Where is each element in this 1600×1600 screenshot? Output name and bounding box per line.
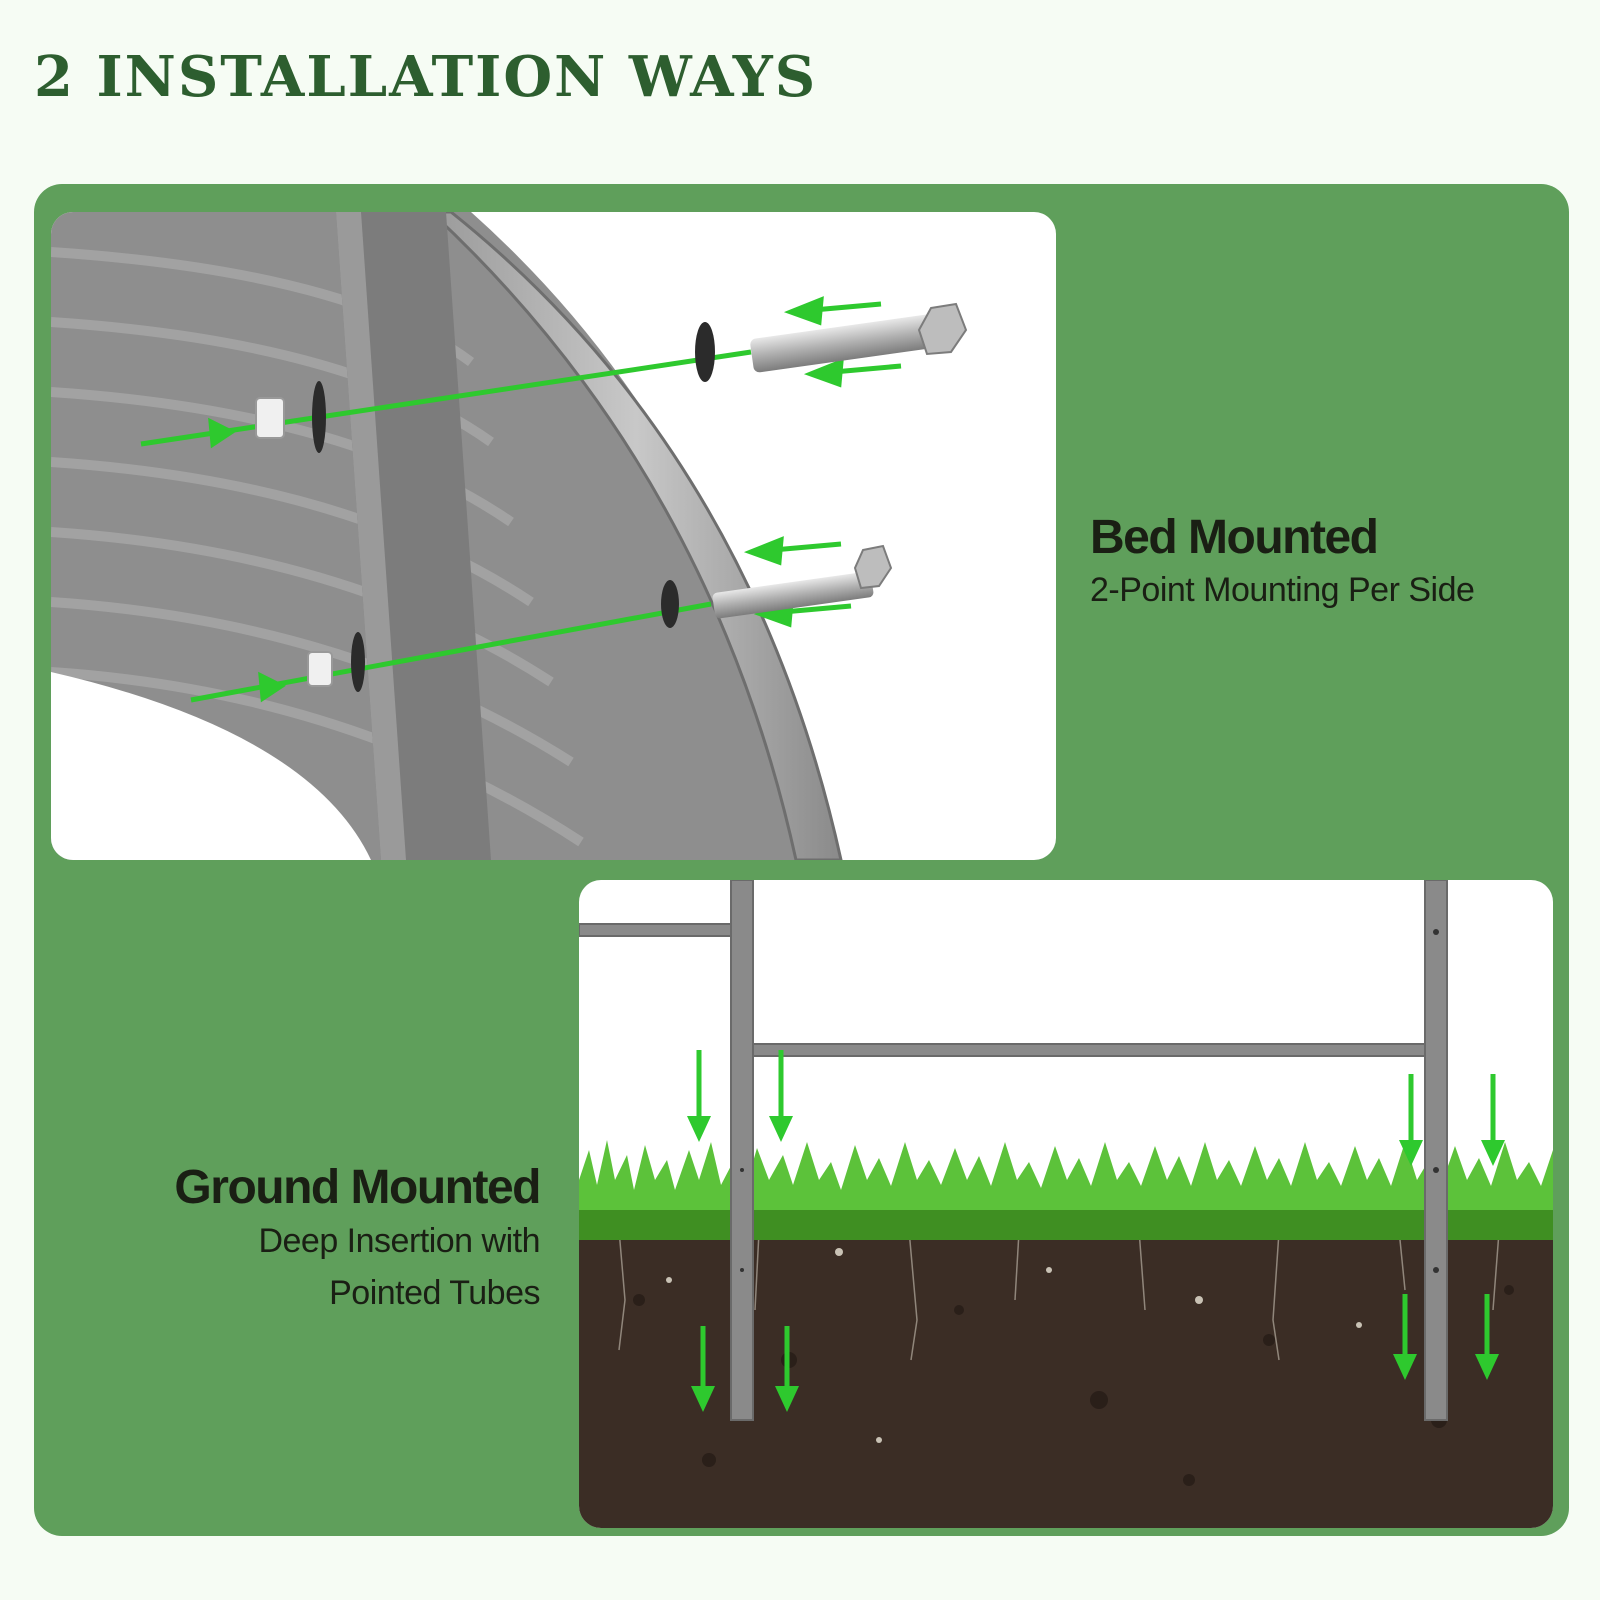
ground-mounted-illustration xyxy=(579,880,1553,1528)
bed-mounted-title: Bed Mounted xyxy=(1090,511,1379,564)
bed-mounted-illustration xyxy=(51,212,1056,860)
ground-mounted-title: Ground Mounted xyxy=(174,1161,541,1214)
ground-mounted-caption: Ground Mounted Deep Insertion with Point… xyxy=(120,1160,541,1319)
ground-mounted-subtitle-line1: Deep Insertion with xyxy=(258,1222,540,1261)
page-headline: 2 INSTALLATION WAYS xyxy=(34,44,818,110)
bed-mounted-caption: Bed Mounted 2-Point Mounting Per Side xyxy=(1090,510,1475,616)
bed-mounted-subtitle: 2-Point Mounting Per Side xyxy=(1090,571,1475,610)
ground-mounted-subtitle-line2: Pointed Tubes xyxy=(329,1274,540,1313)
